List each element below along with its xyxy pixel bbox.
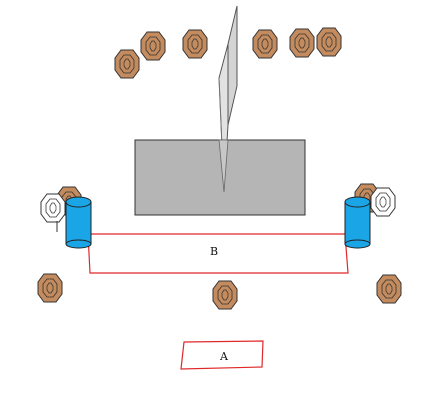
barrel-left [65, 196, 92, 249]
target-brown-1 [114, 49, 140, 79]
zone-b-label: B [210, 245, 218, 258]
target-white-right [370, 187, 396, 217]
zone-a-label: A [219, 350, 229, 363]
target-brown-lower-center [212, 280, 238, 310]
target-brown-lower-right [376, 274, 402, 304]
zone-a-outline [180, 340, 264, 370]
target-brown-5 [289, 28, 315, 58]
target-brown-3 [182, 29, 208, 59]
target-brown-4 [252, 29, 278, 59]
target-white-left [40, 193, 66, 223]
barrel-right [344, 196, 371, 249]
panel-base [218, 139, 229, 193]
target-brown-2 [140, 31, 166, 61]
target-brown-6 [316, 27, 342, 57]
zone-b-outline [87, 233, 349, 274]
target-brown-lower-left [37, 273, 63, 303]
